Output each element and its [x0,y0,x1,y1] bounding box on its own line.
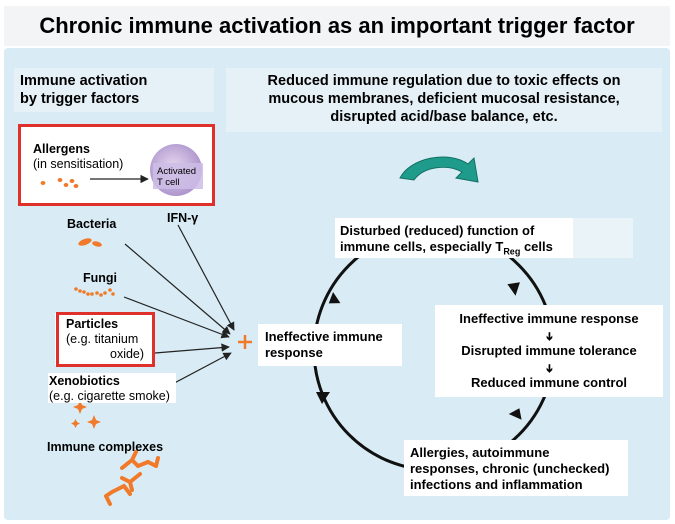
t-cell-label-line1: Activated [157,166,197,177]
cycle-top-box-extension [573,218,633,258]
cycle-top-line2: immune cells, especially TReg cells [340,239,553,260]
ineffective-label: Ineffective immune response [265,329,383,361]
cycle-bottom-label: Allergies, autoimmune responses, chronic… [410,445,609,493]
cycle-right-line3: Reduced immune control [470,375,628,390]
allergen-particles-icon [40,178,79,188]
cycle-bottom-line2: responses, chronic (unchecked) [410,461,610,476]
xenobiotics-box [48,373,176,403]
cycle-right-label: Ineffective immune response ➔ Disrupted … [435,311,663,391]
cycle-arrowhead-upper-right [507,282,520,296]
down-arrow-icon-2: ➔ [543,363,556,374]
particles-box [55,313,153,365]
fungi-label: Fungi [83,271,118,285]
cycle-right-line1: Ineffective immune response [459,311,639,326]
t-cell-label: Activated T cell [157,166,196,188]
top-heading-line2: mucous membranes, deficient mucosal resi… [268,91,620,107]
cycle-top-line2-suffix: cells [520,239,553,254]
allergens-label: Allergens [33,142,90,156]
allergens-highlight-box [18,124,215,206]
down-arrow-icon-1: ➔ [543,331,556,342]
top-heading: Reduced immune regulation due to toxic e… [226,72,662,126]
ineffective-box [258,324,402,366]
cycle-top-box [335,218,573,258]
particles-label-group: Particles (e.g. titanium oxide) [66,317,144,362]
fungi-icon [74,287,115,297]
top-heading-box [226,68,662,132]
curved-arrow-icon [399,156,479,183]
left-heading-box [14,68,214,112]
particles-note-line1: (e.g. titanium [66,332,139,346]
cycle-right-line2: Disrupted immune tolerance [461,343,637,358]
cycle-top-line2-text: immune cells, especially T [340,239,504,254]
treg-subscript: Reg [503,246,521,257]
cycle-bottom-line3: infections and inflammation [410,477,583,492]
cycle-arrowhead-lower-right [508,408,522,420]
ineffective-line2: response [265,345,323,360]
ifn-gamma-label: IFN-γ [167,211,199,225]
particles-note-line2: oxide) [110,347,145,361]
cycle-right-box [435,305,663,397]
allergens-label-group: Allergens (in sensitisation) [33,142,123,172]
particles-label: Particles [66,317,119,331]
immune-complexes-label: Immune complexes [47,440,164,454]
bacteria-icon [78,238,102,247]
left-heading-line2: by trigger factors [20,91,140,107]
plus-icon [238,335,252,349]
trigger-arrows [123,224,235,389]
left-heading-line1: Immune activation [20,73,148,89]
cycle-arrowhead-lower-left [316,392,330,404]
t-cell-label-bg [153,163,203,189]
left-heading: Immune activation by trigger factors [20,72,147,108]
top-heading-line1: Reduced immune regulation due to toxic e… [267,73,621,89]
cycle-arrowhead-upper-left [328,291,341,304]
cycle-top-label: Disturbed (reduced) function of immune c… [340,223,553,260]
t-cell-label-line2: T cell [157,177,180,188]
xenobiotics-icon [71,400,101,429]
page-title: Chronic immune activation as an importan… [39,13,635,38]
cycle-bottom-box [404,440,628,496]
particles-highlight-box [56,312,155,367]
xenobiotics-note: (e.g. cigarette smoke) [49,389,170,403]
title-bar: Chronic immune activation as an importan… [4,6,670,46]
cycle-top-line1: Disturbed (reduced) function of [340,223,535,238]
xenobiotics-label-group: Xenobiotics (e.g. cigarette smoke) [49,374,170,404]
ineffective-line1: Ineffective immune [265,329,383,344]
cycle-bottom-line1: Allergies, autoimmune [410,445,550,460]
top-heading-line3: disrupted acid/base balance, etc. [330,109,558,125]
xenobiotics-label: Xenobiotics [49,374,120,388]
allergens-note: (in sensitisation) [33,157,124,171]
immune-complexes-icon [104,450,160,506]
bacteria-label: Bacteria [67,217,117,231]
